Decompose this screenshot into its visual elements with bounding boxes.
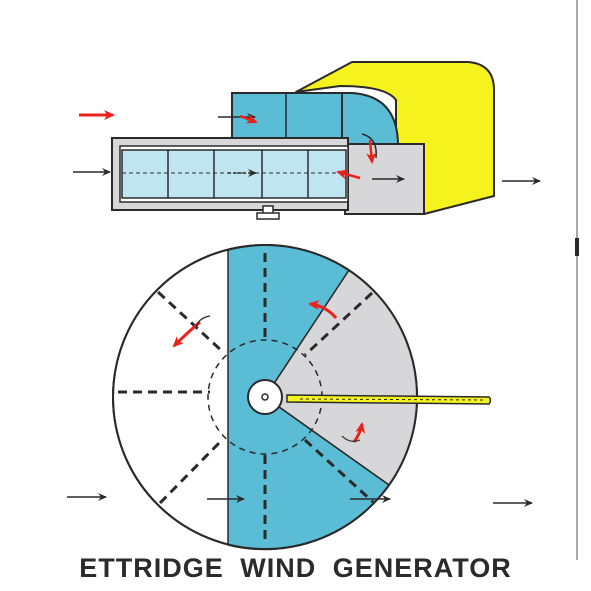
spoke — [303, 438, 375, 504]
rotor-blades — [121, 149, 347, 199]
red-arrow-icon — [352, 422, 366, 443]
spoke — [303, 291, 374, 357]
hub-center — [261, 393, 269, 401]
spindle-foot — [256, 212, 280, 220]
black-curve — [341, 435, 361, 442]
red-arrow-icon — [308, 300, 338, 319]
diagram-caption: ETTRIDGE WIND GENERATOR — [79, 553, 512, 583]
side-view — [73, 61, 541, 220]
black-curve — [195, 315, 211, 329]
page-edge-mark — [575, 238, 579, 256]
top-view — [67, 244, 533, 551]
red-arrow-icon — [366, 139, 377, 164]
red-arrow-icon — [239, 114, 258, 124]
shaft-dash — [299, 398, 487, 401]
yellow-shaft — [286, 394, 492, 405]
red-arrow-icon — [336, 169, 361, 180]
spokes — [118, 253, 375, 545]
